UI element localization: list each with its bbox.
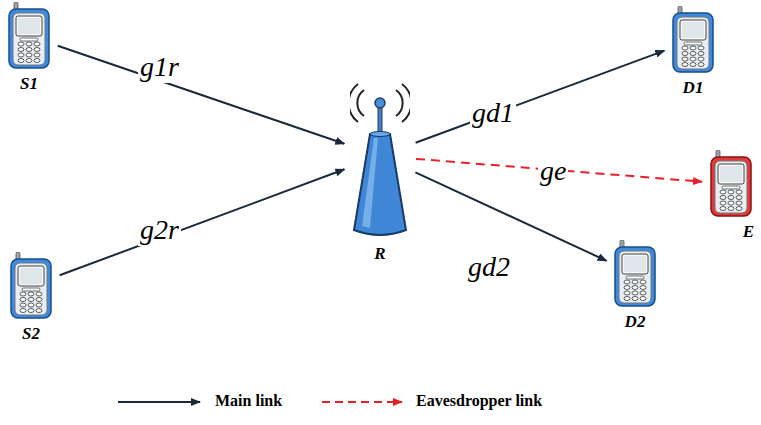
phone-node: D1	[670, 6, 716, 98]
relay-tower-icon	[350, 72, 410, 240]
node-label: S1	[6, 74, 52, 94]
phone-node: E	[708, 150, 754, 242]
channel-gain-label: gd1	[470, 98, 516, 129]
legend-text: Eavesdropper link	[416, 392, 542, 410]
channel-gain-label: g2r	[138, 215, 181, 246]
phone-node: S1	[6, 2, 52, 94]
channel-gain-label: gd2	[466, 252, 512, 283]
node-label: D2	[612, 312, 658, 332]
node-label: E	[708, 222, 754, 242]
main-link	[58, 46, 345, 144]
node-label: R	[350, 244, 410, 264]
main-link	[416, 51, 665, 143]
node-label: D1	[670, 78, 716, 98]
phone-icon	[612, 240, 658, 308]
phone-icon	[6, 2, 52, 70]
legend-eve-sample	[322, 401, 402, 403]
main-link	[60, 169, 345, 275]
phone-icon	[8, 252, 54, 320]
phone-node: D2	[612, 240, 658, 332]
phone-icon	[670, 6, 716, 74]
main-link	[415, 172, 606, 260]
legend-main-sample	[118, 401, 200, 403]
node-label: S2	[8, 324, 54, 344]
phone-node: S2	[8, 252, 54, 344]
phone-icon	[708, 150, 754, 218]
legend-text: Main link	[215, 392, 282, 410]
channel-gain-label: g1r	[138, 52, 181, 83]
relay-node: R	[350, 72, 410, 264]
channel-gain-label: ge	[538, 156, 568, 187]
